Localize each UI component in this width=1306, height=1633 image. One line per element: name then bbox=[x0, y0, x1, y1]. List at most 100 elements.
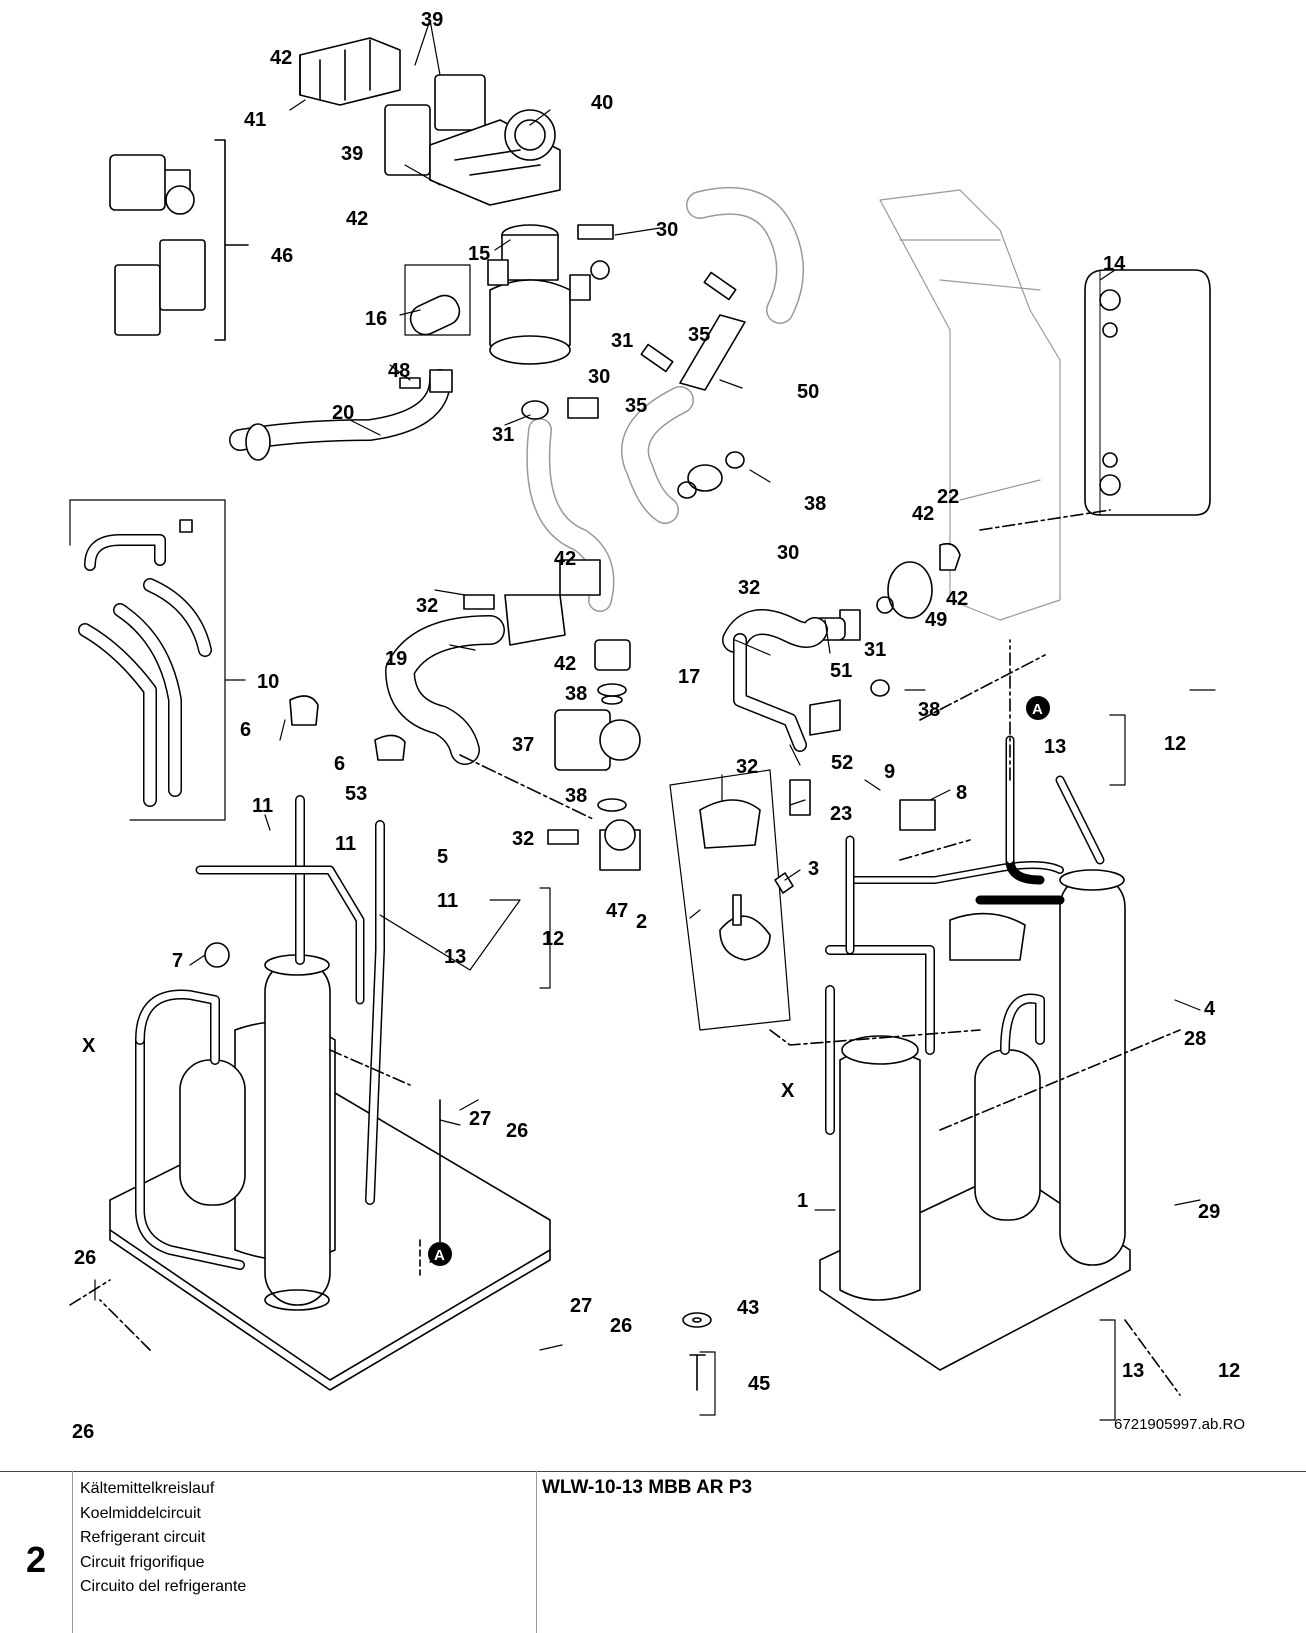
callout-31c: 31 bbox=[864, 639, 886, 661]
sensor-mount-2 bbox=[669, 769, 981, 1416]
callout-38a: 38 bbox=[565, 683, 587, 705]
footer: 2 Kältemittelkreislauf Koelmiddelcircuit… bbox=[0, 1471, 1306, 1633]
x-marker-right: X bbox=[781, 1080, 795, 1102]
reference-marker-a: A A bbox=[428, 696, 1050, 1266]
callout-31b: 31 bbox=[492, 424, 514, 446]
title-fr: Circuit frigorifique bbox=[80, 1553, 205, 1571]
exploded-parts-drawing: 1 2 3 4 5 6 6 7 8 9 10 11 11 11 12 12 12… bbox=[69, 9, 1240, 1443]
callout-23: 23 bbox=[830, 803, 852, 825]
callout-32b: 32 bbox=[738, 577, 760, 599]
callout-20: 20 bbox=[332, 402, 354, 424]
callout-45: 45 bbox=[748, 1373, 770, 1395]
callout-35a: 35 bbox=[688, 324, 710, 346]
footer-rule bbox=[0, 1471, 1306, 1472]
callout-30b: 30 bbox=[588, 366, 610, 388]
callout-12c: 12 bbox=[1218, 1360, 1240, 1382]
callout-26a: 26 bbox=[74, 1247, 96, 1269]
title-it: Circuito del refrigerante bbox=[80, 1578, 247, 1595]
callout-42a: 42 bbox=[270, 47, 292, 69]
callout-1: 1 bbox=[797, 1190, 808, 1212]
callout-7: 7 bbox=[172, 950, 183, 972]
document-number: 6721905997.ab.RO bbox=[1114, 1416, 1245, 1433]
title-en: Refrigerant circuit bbox=[80, 1529, 206, 1546]
callout-40: 40 bbox=[591, 92, 613, 114]
sleeve-50 bbox=[521, 224, 746, 499]
footer-divider bbox=[72, 1471, 73, 1633]
callout-11b: 11 bbox=[335, 833, 356, 855]
callout-38b: 38 bbox=[565, 785, 587, 807]
callout-32d: 32 bbox=[512, 828, 534, 850]
title-de: Kältemittelkreislauf bbox=[80, 1480, 215, 1497]
callout-30a: 30 bbox=[656, 219, 678, 241]
callout-3: 3 bbox=[808, 858, 819, 880]
callout-19: 19 bbox=[385, 648, 407, 670]
ghost-pipe-group bbox=[526, 186, 1061, 621]
callout-41: 41 bbox=[244, 109, 266, 131]
right-fittings-group bbox=[722, 509, 1111, 816]
pump-37-group bbox=[385, 559, 641, 871]
callout-39b: 39 bbox=[341, 143, 363, 165]
callout-12b: 12 bbox=[1164, 733, 1186, 755]
callout-47: 47 bbox=[606, 900, 628, 922]
footer-divider bbox=[536, 1471, 537, 1633]
left-compressor-assembly bbox=[69, 695, 551, 1391]
callout-42f: 42 bbox=[946, 588, 968, 610]
callout-22: 22 bbox=[937, 486, 959, 508]
callout-11a: 11 bbox=[252, 795, 273, 817]
callout-42c: 42 bbox=[554, 548, 576, 570]
callout-50: 50 bbox=[797, 381, 819, 403]
callout-14: 14 bbox=[1103, 253, 1126, 275]
callout-38d: 38 bbox=[918, 699, 940, 721]
callout-32a: 32 bbox=[416, 595, 438, 617]
callout-12a: 12 bbox=[542, 928, 564, 950]
top-valve-group bbox=[299, 37, 561, 206]
model-name: WLW-10-13 MBB AR P3 bbox=[542, 1477, 753, 1498]
callout-13a: 13 bbox=[444, 946, 466, 968]
pump-15 bbox=[229, 224, 591, 461]
callout-42b: 42 bbox=[346, 208, 368, 230]
callout-26c: 26 bbox=[610, 1315, 632, 1337]
callout-8: 8 bbox=[956, 782, 967, 804]
callout-43: 43 bbox=[737, 1297, 759, 1319]
expansion-valve-coil-group bbox=[109, 139, 249, 341]
callout-52: 52 bbox=[831, 752, 853, 774]
callout-28: 28 bbox=[1184, 1028, 1206, 1050]
callout-39a: 39 bbox=[421, 9, 443, 31]
callout-4: 4 bbox=[1204, 998, 1216, 1020]
callout-9: 9 bbox=[884, 761, 895, 783]
callout-16: 16 bbox=[365, 308, 387, 330]
callout-37: 37 bbox=[512, 734, 534, 756]
heat-exchanger-14 bbox=[1084, 269, 1211, 516]
callout-31a: 31 bbox=[611, 330, 633, 352]
svg-text:A: A bbox=[434, 1247, 445, 1264]
callout-46: 46 bbox=[271, 245, 293, 267]
callout-35b: 35 bbox=[625, 395, 647, 417]
callout-labels: 1 2 3 4 5 6 6 7 8 9 10 11 11 11 12 12 12… bbox=[72, 9, 1240, 1443]
callout-29: 29 bbox=[1198, 1201, 1220, 1223]
callout-13c: 13 bbox=[1122, 1360, 1144, 1382]
svg-text:A: A bbox=[1032, 701, 1043, 718]
callout-27a: 27 bbox=[469, 1108, 491, 1130]
callout-53: 53 bbox=[345, 783, 367, 805]
callout-27b: 27 bbox=[570, 1295, 592, 1317]
callout-6b: 6 bbox=[334, 753, 345, 775]
title-nl: Koelmiddelcircuit bbox=[80, 1504, 201, 1522]
callout-10: 10 bbox=[257, 671, 279, 693]
x-marker-left: X bbox=[82, 1035, 96, 1057]
callout-48: 48 bbox=[388, 360, 410, 382]
page-number: 2 bbox=[26, 1539, 47, 1580]
callout-51: 51 bbox=[830, 660, 852, 682]
callout-15: 15 bbox=[468, 243, 490, 265]
callout-11c: 11 bbox=[437, 890, 458, 912]
callout-5: 5 bbox=[437, 846, 448, 868]
callout-2: 2 bbox=[636, 911, 647, 933]
title-list: Kältemittelkreislauf Koelmiddelcircuit R… bbox=[80, 1477, 246, 1600]
callout-30c: 30 bbox=[777, 542, 799, 564]
callout-38c: 38 bbox=[804, 493, 826, 515]
hose-set-10 bbox=[69, 499, 246, 821]
callout-26d: 26 bbox=[72, 1421, 94, 1443]
callout-17: 17 bbox=[678, 666, 700, 688]
callout-6a: 6 bbox=[240, 719, 251, 741]
callout-26b: 26 bbox=[506, 1120, 528, 1142]
callout-42d: 42 bbox=[554, 653, 576, 675]
